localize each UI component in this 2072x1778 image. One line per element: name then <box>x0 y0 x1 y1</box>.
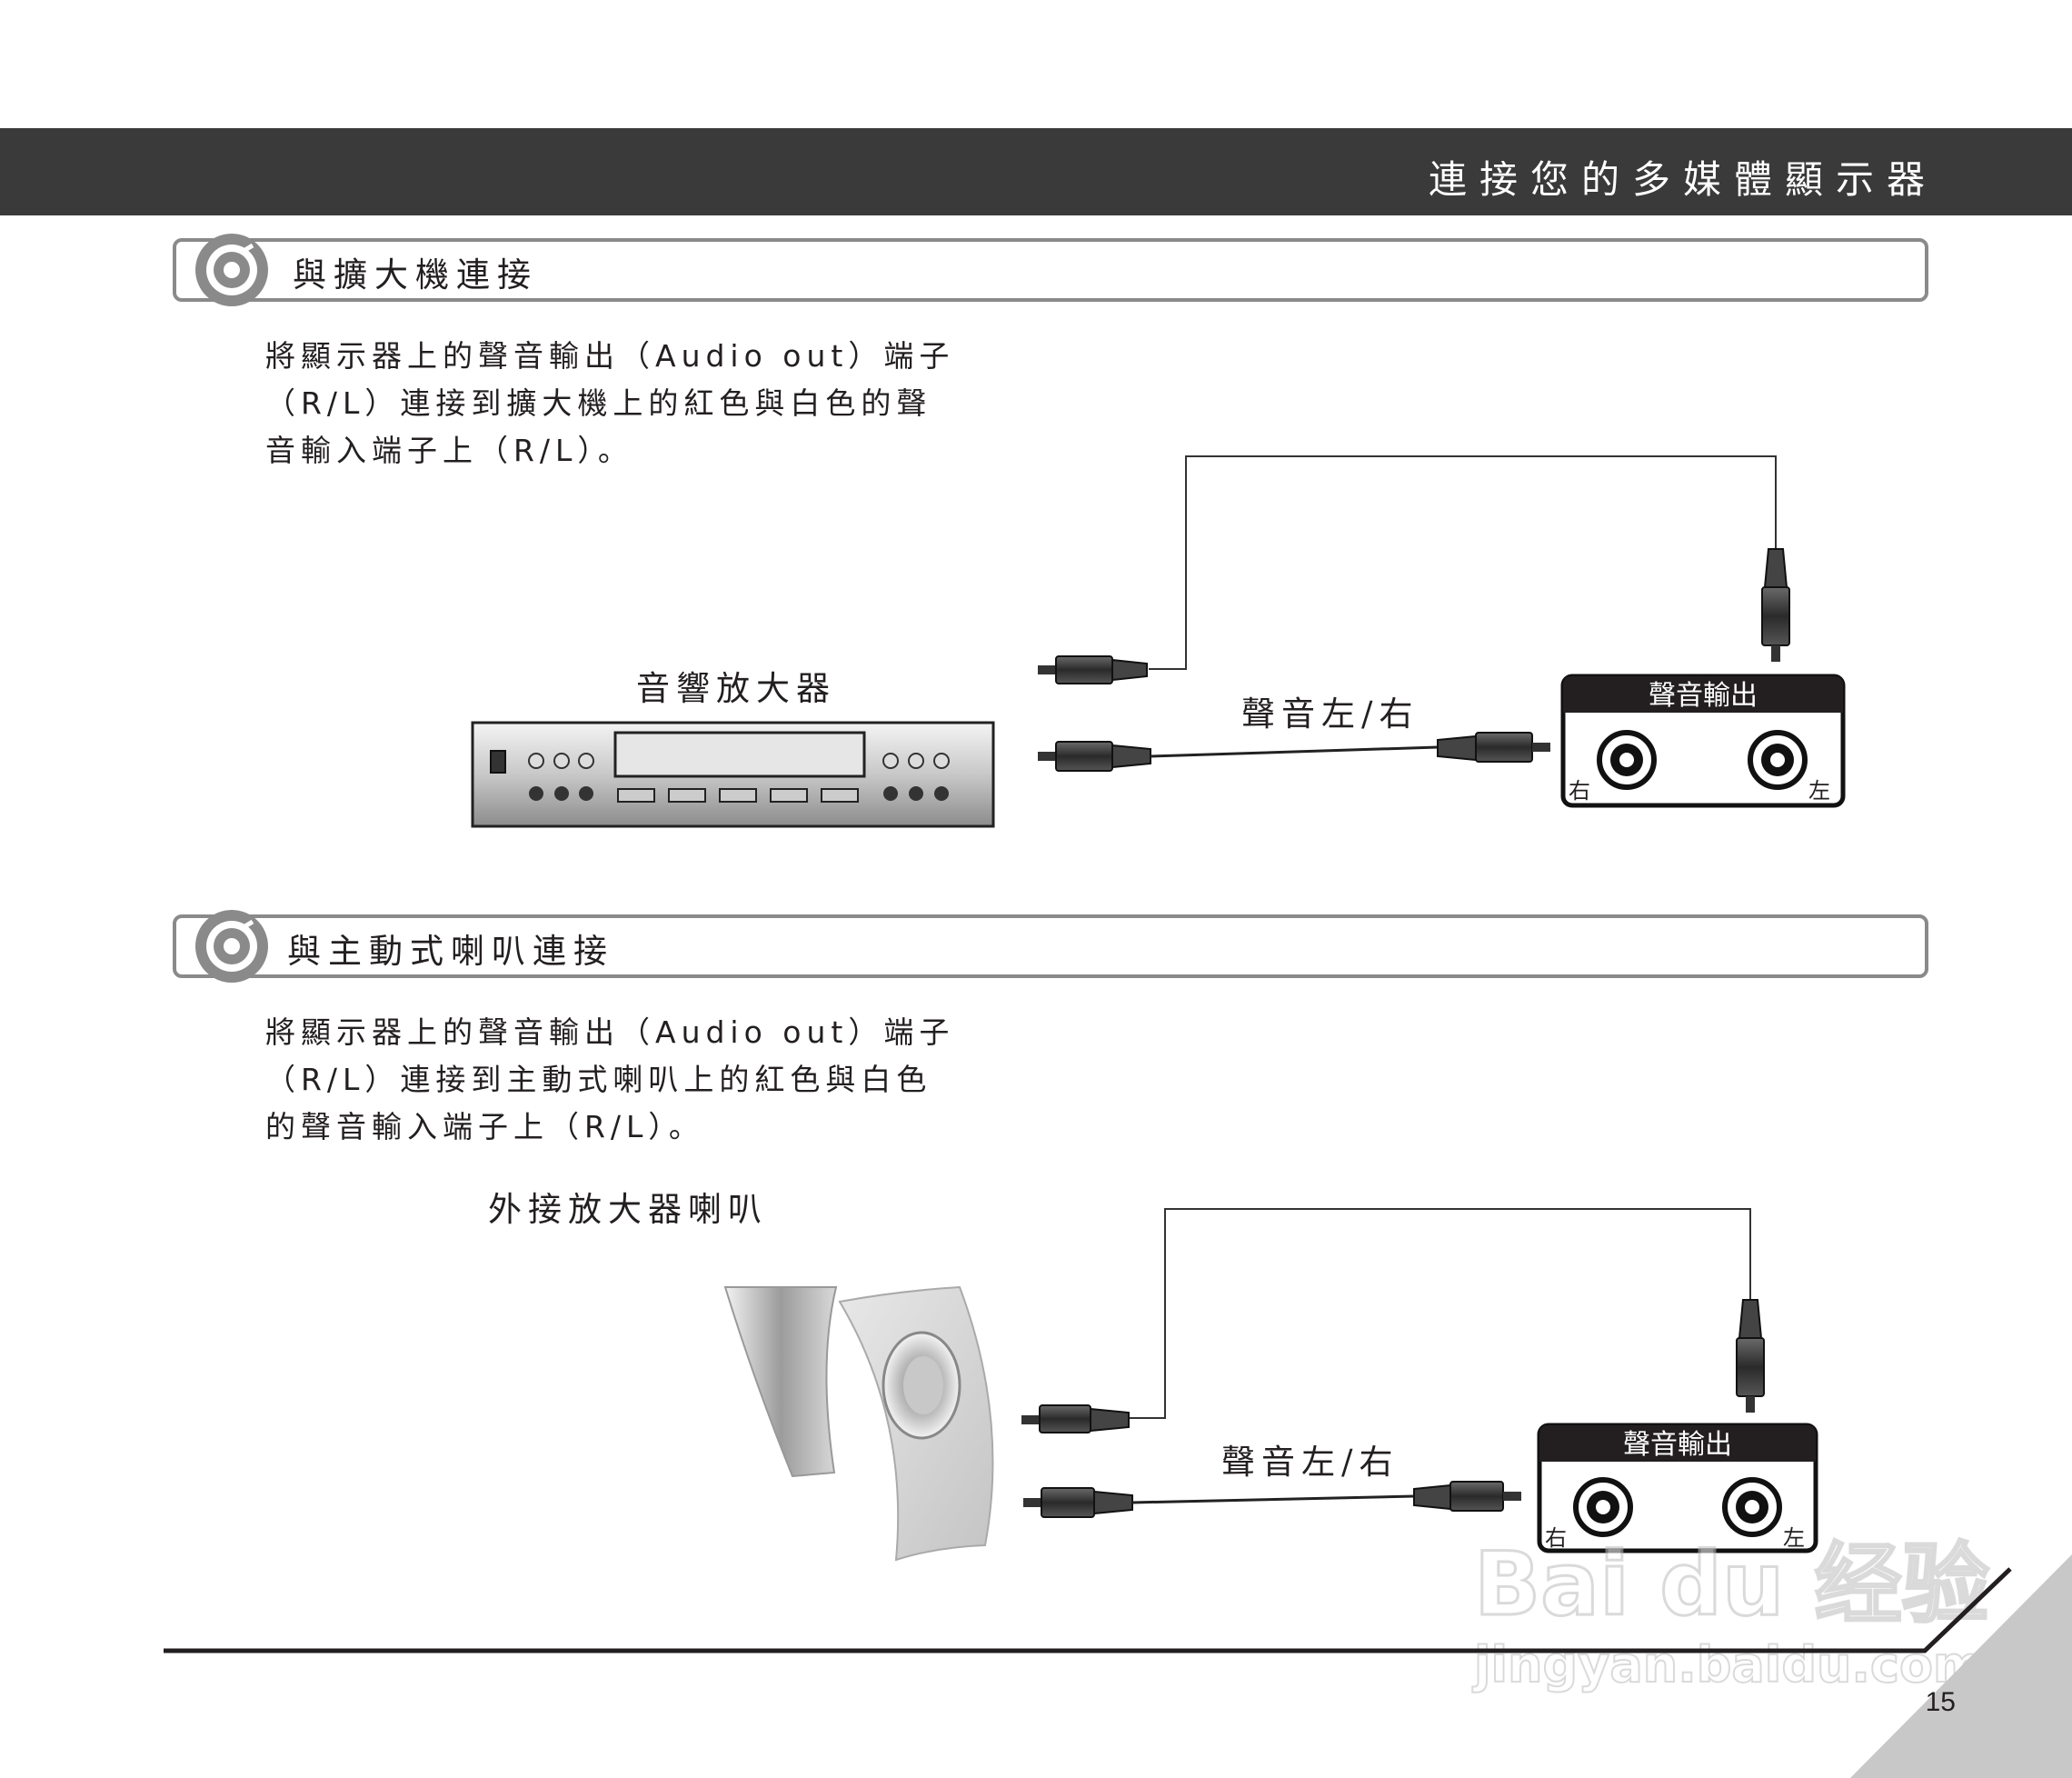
port-left-label: 左 <box>1783 1525 1805 1551</box>
speaker-label: 外接放大器喇叭 <box>488 1190 768 1229</box>
instruction-line: 音輸入端子上（R/L）。 <box>265 433 633 468</box>
instruction-paragraph: 將顯示器上的聲音輸出（Audio out）端子 （R/L）連接到擴大機上的紅色與… <box>265 333 992 474</box>
disc-icon <box>195 234 268 306</box>
audio-output-panel: 聲音輸出 右 左 <box>1560 674 1846 808</box>
page-title: 連接您的多媒體顯示器 <box>1428 157 1938 202</box>
port-right-label: 右 <box>1545 1525 1567 1551</box>
instruction-line: 的聲音輸入端子上（R/L）。 <box>265 1109 704 1144</box>
disc-icon <box>195 910 268 983</box>
rca-plug <box>1413 1481 1521 1512</box>
audio-lr-label: 聲音左/右 <box>1241 694 1420 734</box>
port-left-label: 左 <box>1808 778 1830 804</box>
section-heading-box <box>173 238 1928 302</box>
instruction-line: （R/L）連接到擴大機上的紅色與白色的聲 <box>265 385 932 421</box>
watermark: Bai du 经验 jingyan.baidu.com <box>1471 1533 1990 1695</box>
instruction-line: （R/L）連接到主動式喇叭上的紅色與白色 <box>265 1062 932 1097</box>
amplifier-unit <box>471 721 995 828</box>
audio-output-panel: 聲音輸出 右 左 <box>1537 1423 1818 1553</box>
port-title: 聲音輸出 <box>1649 680 1758 712</box>
port-title: 聲音輸出 <box>1623 1429 1732 1461</box>
cable-line <box>1131 1494 1415 1504</box>
amplifier-label: 音響放大器 <box>636 669 836 708</box>
page-number: 15 <box>1925 1687 1956 1717</box>
section-title-active-speakers: 與主動式喇叭連接 <box>287 932 614 971</box>
cable-line <box>1150 745 1439 758</box>
footer-rule <box>164 1567 2012 1653</box>
rca-plug <box>1038 741 1151 772</box>
rca-plug <box>1021 1404 1130 1433</box>
section-heading-box <box>173 914 1928 978</box>
instruction-line: 將顯示器上的聲音輸出（Audio out）端子 <box>265 338 955 374</box>
cable-line <box>1149 455 1777 670</box>
instruction-paragraph: 將顯示器上的聲音輸出（Audio out）端子 （R/L）連接到主動式喇叭上的紅… <box>265 1009 992 1151</box>
header-bar <box>0 128 2072 215</box>
rca-plug <box>1736 1299 1765 1413</box>
port-right-label: 右 <box>1569 778 1590 804</box>
rca-plug <box>1038 655 1148 684</box>
watermark-line1: Bai du 经验 <box>1474 1533 1989 1635</box>
rca-plug <box>1023 1487 1133 1518</box>
page-corner <box>1850 1554 2072 1778</box>
instruction-line: 將顯示器上的聲音輸出（Audio out）端子 <box>265 1014 955 1050</box>
cable-line <box>1129 1208 1751 1419</box>
rca-plug <box>1437 732 1550 763</box>
speaker-image <box>723 1285 994 1562</box>
watermark-line2: jingyan.baidu.com <box>1472 1636 1984 1693</box>
rca-plug <box>1761 548 1790 662</box>
section-title-amplifier: 與擴大機連接 <box>293 255 538 295</box>
audio-lr-label: 聲音左/右 <box>1221 1443 1400 1482</box>
